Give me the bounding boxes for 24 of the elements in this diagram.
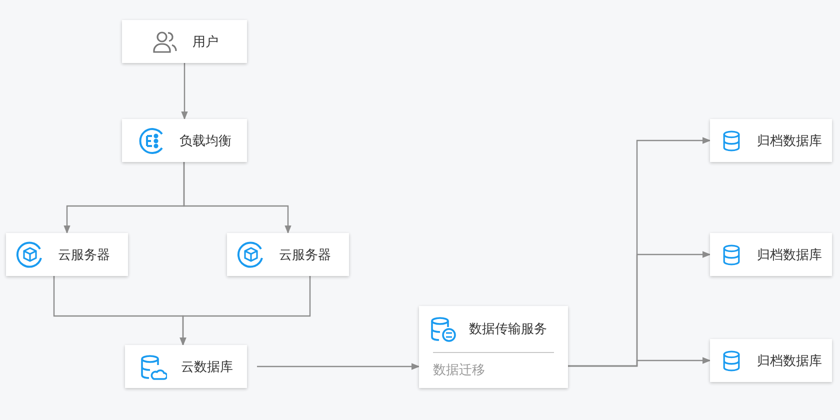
arrow — [180, 276, 311, 346]
node-title: 归档数据库 — [757, 352, 822, 370]
service-card — [122, 119, 247, 162]
arrow — [568, 357, 711, 367]
node-title: 用户 — [192, 34, 218, 50]
node-title: 云服务器 — [279, 246, 331, 264]
service-card — [6, 233, 128, 276]
arrow — [257, 363, 420, 370]
arrow — [183, 162, 292, 234]
node-title: 数据传输服务 — [469, 321, 547, 338]
node-title: 归档数据库 — [757, 246, 822, 264]
node-title: 归档数据库 — [757, 132, 822, 150]
service-card — [227, 233, 349, 276]
service-card — [710, 119, 832, 162]
node-title: 负载均衡 — [180, 132, 232, 150]
node-title: 云数据库 — [181, 358, 233, 376]
service-card — [710, 339, 832, 382]
arrow — [181, 63, 188, 120]
node-description: 数据迁移 — [432, 362, 486, 379]
node-title: 云服务器 — [58, 246, 110, 264]
service-card — [419, 306, 568, 388]
service-card — [710, 233, 832, 276]
service-card — [125, 345, 247, 388]
service-card — [122, 20, 247, 63]
